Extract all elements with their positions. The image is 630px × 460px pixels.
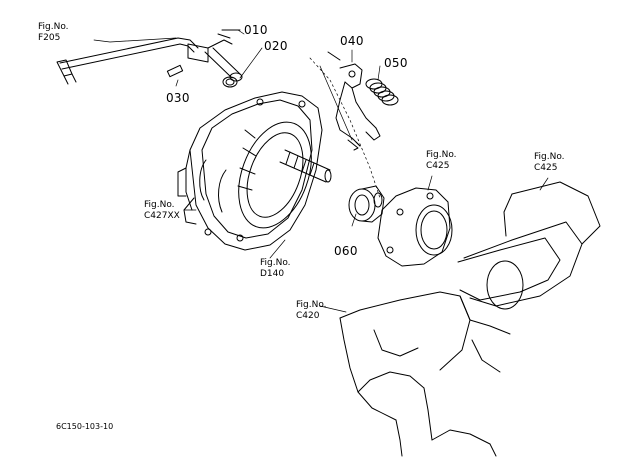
fig-ref-c425-right-number: C425 [534, 163, 558, 173]
shift-rod [56, 37, 199, 85]
fig-ref-c425-right: Fig.No. C425 [534, 152, 565, 174]
part-number-050: 050 [384, 56, 408, 70]
fig-ref-d140-number: D140 [260, 269, 285, 279]
fig-ref-c420-number: C420 [296, 311, 320, 321]
drawing-code: 6C150-103-10 [56, 422, 114, 431]
o-ring-020 [222, 76, 238, 88]
leader-lines [93, 29, 549, 313]
part-number-040: 040 [340, 34, 364, 48]
part-number-010: 010 [244, 23, 268, 37]
fig-ref-c427xx: Fig.No. C427XX [144, 200, 180, 222]
fig-ref-f205-number: F205 [38, 33, 61, 43]
fig-ref-c427xx-number: C427XX [144, 211, 180, 221]
fig-ref-c420: Fig.No. C420 [296, 300, 327, 322]
part-number-060: 060 [334, 244, 358, 258]
fig-ref-f205-prefix: Fig.No. [38, 22, 69, 32]
lever-pin-010 [187, 29, 243, 82]
spring-pin-030 [166, 64, 184, 78]
clutch-housing [177, 91, 332, 251]
part-number-020: 020 [264, 39, 288, 53]
spring-050 [365, 78, 399, 106]
fig-ref-c420-prefix: Fig.No. [296, 300, 327, 310]
fig-ref-c427xx-prefix: Fig.No. [144, 200, 175, 210]
shift-fork-040 [327, 51, 381, 151]
bearing-housing [377, 187, 453, 267]
fig-ref-c425-center: Fig.No. C425 [426, 150, 457, 172]
fig-ref-d140: Fig.No. D140 [260, 258, 291, 280]
fig-ref-c425-center-number: C425 [426, 161, 450, 171]
shifter-collar-060 [348, 185, 385, 223]
fig-ref-c425-right-prefix: Fig.No. [534, 152, 565, 162]
part-number-030: 030 [166, 91, 190, 105]
fig-ref-d140-prefix: Fig.No. [260, 258, 291, 268]
transmission-case [339, 181, 601, 457]
fig-ref-f205: Fig.No. F205 [38, 22, 69, 44]
fig-ref-c425-center-prefix: Fig.No. [426, 150, 457, 160]
